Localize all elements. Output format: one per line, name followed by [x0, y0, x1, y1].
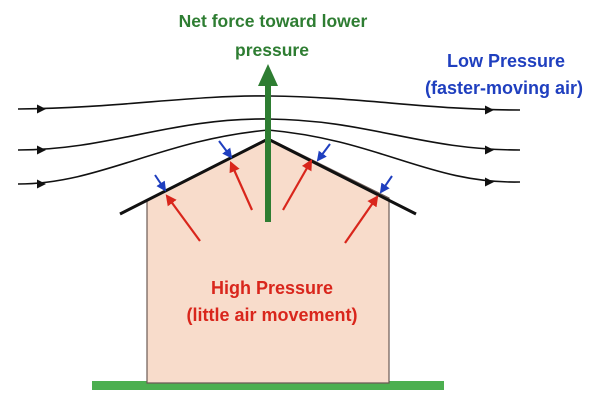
net-force-arrow-head — [258, 64, 278, 86]
high-pressure-label-line1: High Pressure — [211, 278, 333, 298]
streamline-arrow-icon — [485, 105, 494, 115]
low-pressure-arrows — [154, 140, 393, 194]
net-force-arrow-shaft — [265, 84, 271, 222]
low-pressure-label-line1: Low Pressure — [447, 51, 565, 71]
streamline-direction-arrows — [37, 104, 494, 189]
streamline-arrow-icon — [485, 145, 494, 155]
ground-strip — [92, 381, 444, 390]
streamline-arrow-icon — [37, 179, 46, 189]
net-force-label-line2: pressure — [235, 40, 309, 60]
low-pressure-label-line2: (faster-moving air) — [425, 78, 583, 98]
low-pressure-arrow-icon — [379, 175, 393, 194]
net-force-arrow-icon — [258, 64, 278, 222]
high-pressure-label-line2: (little air movement) — [186, 305, 357, 325]
streamline-arrow-icon — [485, 177, 494, 187]
low-pressure-arrow-icon — [154, 174, 167, 192]
high-pressure-arrow-icon — [344, 195, 379, 244]
high-pressure-arrows — [165, 159, 379, 244]
high-pressure-arrow-icon — [282, 159, 313, 211]
high-pressure-arrow-icon — [165, 194, 201, 242]
low-pressure-arrow-icon — [218, 140, 233, 159]
high-pressure-arrow-icon — [229, 160, 254, 211]
low-pressure-arrow-icon — [316, 143, 331, 162]
net-force-label-line1: Net force toward lower — [179, 11, 368, 31]
streamline-arrow-icon — [37, 104, 46, 114]
streamline-arrow-icon — [37, 145, 46, 155]
